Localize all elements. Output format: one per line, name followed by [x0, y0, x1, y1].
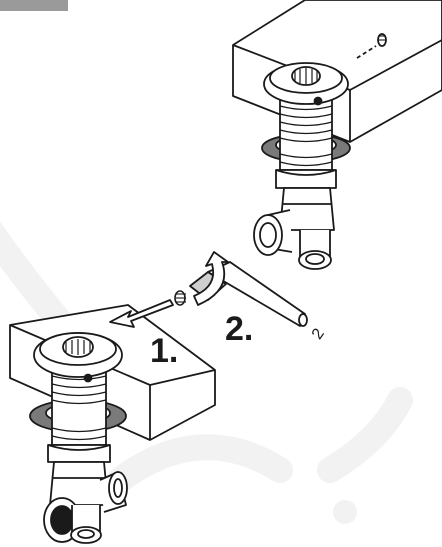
upper-set-screw	[377, 33, 387, 47]
hex-key-size-label: 2	[309, 326, 328, 343]
step-2-label: 2.	[225, 310, 253, 348]
watermark-dot	[333, 500, 357, 524]
step-1-arrow	[109, 299, 174, 328]
upper-assembly	[232, 0, 442, 270]
upper-set-screw-hole	[313, 96, 323, 106]
step-1-set-screw	[174, 290, 186, 306]
lower-assembly	[9, 304, 216, 544]
corner-tab	[0, 0, 68, 11]
step-1-label: 1.	[150, 332, 178, 370]
rotation-arrow	[193, 251, 229, 306]
lower-set-screw-hole	[83, 373, 93, 383]
